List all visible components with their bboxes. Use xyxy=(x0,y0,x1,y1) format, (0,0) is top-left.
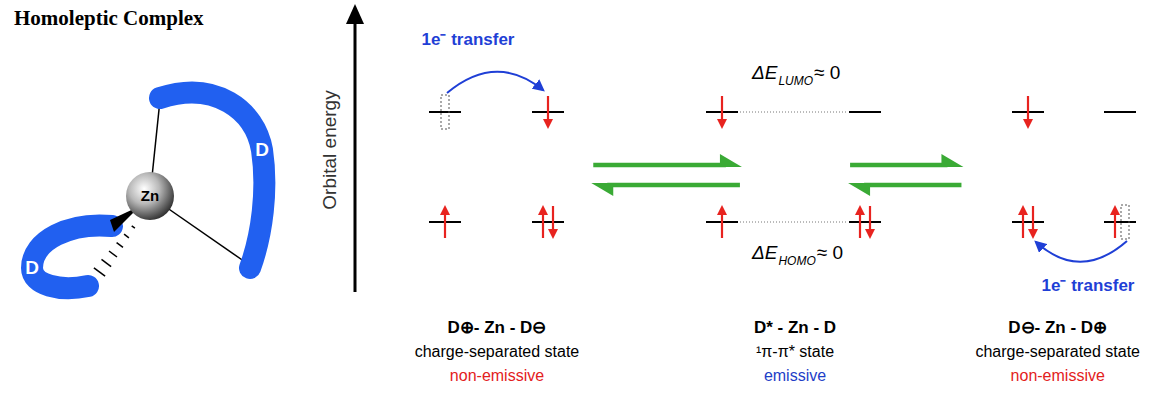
orbital-levels xyxy=(1121,205,1129,239)
transfer-label: 1e⁻ transfer xyxy=(1042,276,1135,296)
arrow-head xyxy=(941,154,963,167)
complex-illustration xyxy=(160,93,264,268)
state-name: charge-separated state xyxy=(975,340,1140,364)
state-group: D* - Zn - D¹π-π* stateemissive xyxy=(746,100,844,388)
orbital-levels xyxy=(717,205,727,238)
orbital-levels xyxy=(1012,222,1044,223)
orbital-levels xyxy=(1018,205,1028,238)
equilibrium-arrow xyxy=(591,154,742,196)
orbital-levels xyxy=(740,222,847,223)
state-group: D⊖- Zn - D⊕charge-separated statenon-emi… xyxy=(967,100,1148,388)
state-formula: D* - Zn - D xyxy=(754,316,836,340)
complex-illustration xyxy=(132,226,135,228)
complex-illustration xyxy=(109,251,117,257)
orbital-levels xyxy=(429,72,564,239)
equilibrium-arrow xyxy=(607,183,740,188)
orbital-levels xyxy=(1104,112,1136,113)
state-formula: D⊕- Zn - D⊖ xyxy=(448,316,547,340)
transfer-label: 1e⁻ transfer xyxy=(422,30,515,50)
arrow-head xyxy=(591,183,613,196)
orbital-levels xyxy=(1012,96,1136,262)
metal-label: Zn xyxy=(141,187,159,204)
emission-note: non-emissive xyxy=(1011,364,1105,388)
orbital-levels xyxy=(1104,222,1136,223)
orbital-levels xyxy=(865,206,875,239)
energy-axis xyxy=(346,4,364,292)
orbital-levels xyxy=(1028,206,1038,239)
emission-note: non-emissive xyxy=(450,364,544,388)
complex-illustration xyxy=(94,268,105,276)
orbital-levels xyxy=(706,96,881,239)
emission-note: emissive xyxy=(764,364,826,388)
figure-title: Homoleptic Complex xyxy=(14,6,204,30)
delta-e-label: ΔE xyxy=(752,62,777,84)
orbital-levels xyxy=(855,205,865,238)
complex-illustration xyxy=(117,243,123,248)
orbital-levels xyxy=(1036,241,1127,262)
orbital-levels xyxy=(441,95,449,129)
orbital-levels xyxy=(440,205,450,238)
orbital-levels xyxy=(447,72,543,93)
state-group: D⊕- Zn - D⊖charge-separated statenon-emi… xyxy=(407,100,588,388)
state-name: ¹π-π* state xyxy=(756,340,834,364)
energy-axis xyxy=(354,20,357,292)
complex-illustration xyxy=(32,93,264,288)
equilibrium-arrow xyxy=(593,163,726,168)
energy-axis xyxy=(346,4,364,24)
arrow-head xyxy=(720,154,742,167)
ligand-label: D xyxy=(255,139,269,161)
orbital-subscript: LUMO xyxy=(778,75,813,89)
orbital-levels xyxy=(849,222,881,223)
complex-illustration xyxy=(102,259,112,266)
orbital-subscript: HOMO xyxy=(778,255,815,269)
complex-illustration xyxy=(126,172,174,220)
complex-illustration xyxy=(124,234,129,238)
orbital-levels xyxy=(1110,205,1120,238)
approx-zero: ≈ 0 xyxy=(814,62,840,84)
approx-zero: ≈ 0 xyxy=(817,242,843,264)
orbital-levels xyxy=(740,112,847,113)
delta-e-label: ΔE xyxy=(752,242,777,264)
arrow-head xyxy=(848,183,870,196)
equilibrium-arrow xyxy=(864,183,961,188)
orbital-levels xyxy=(429,112,461,113)
orbital-levels xyxy=(543,96,553,129)
orbital-levels xyxy=(849,112,881,113)
orbital-levels xyxy=(1023,96,1033,129)
equilibrium-arrow xyxy=(848,154,963,196)
complex-illustration xyxy=(94,226,135,276)
complex-illustration xyxy=(32,225,112,288)
equilibrium-arrow xyxy=(850,163,947,168)
orbital-levels xyxy=(717,96,727,129)
ligand-label: D xyxy=(25,257,39,279)
state-formula: D⊖- Zn - D⊕ xyxy=(1008,316,1107,340)
orbital-levels xyxy=(538,205,548,238)
orbital-levels xyxy=(548,206,558,239)
orbital-levels xyxy=(532,222,564,223)
state-name: charge-separated state xyxy=(415,340,580,364)
axis-label: Orbital energy xyxy=(319,90,341,209)
